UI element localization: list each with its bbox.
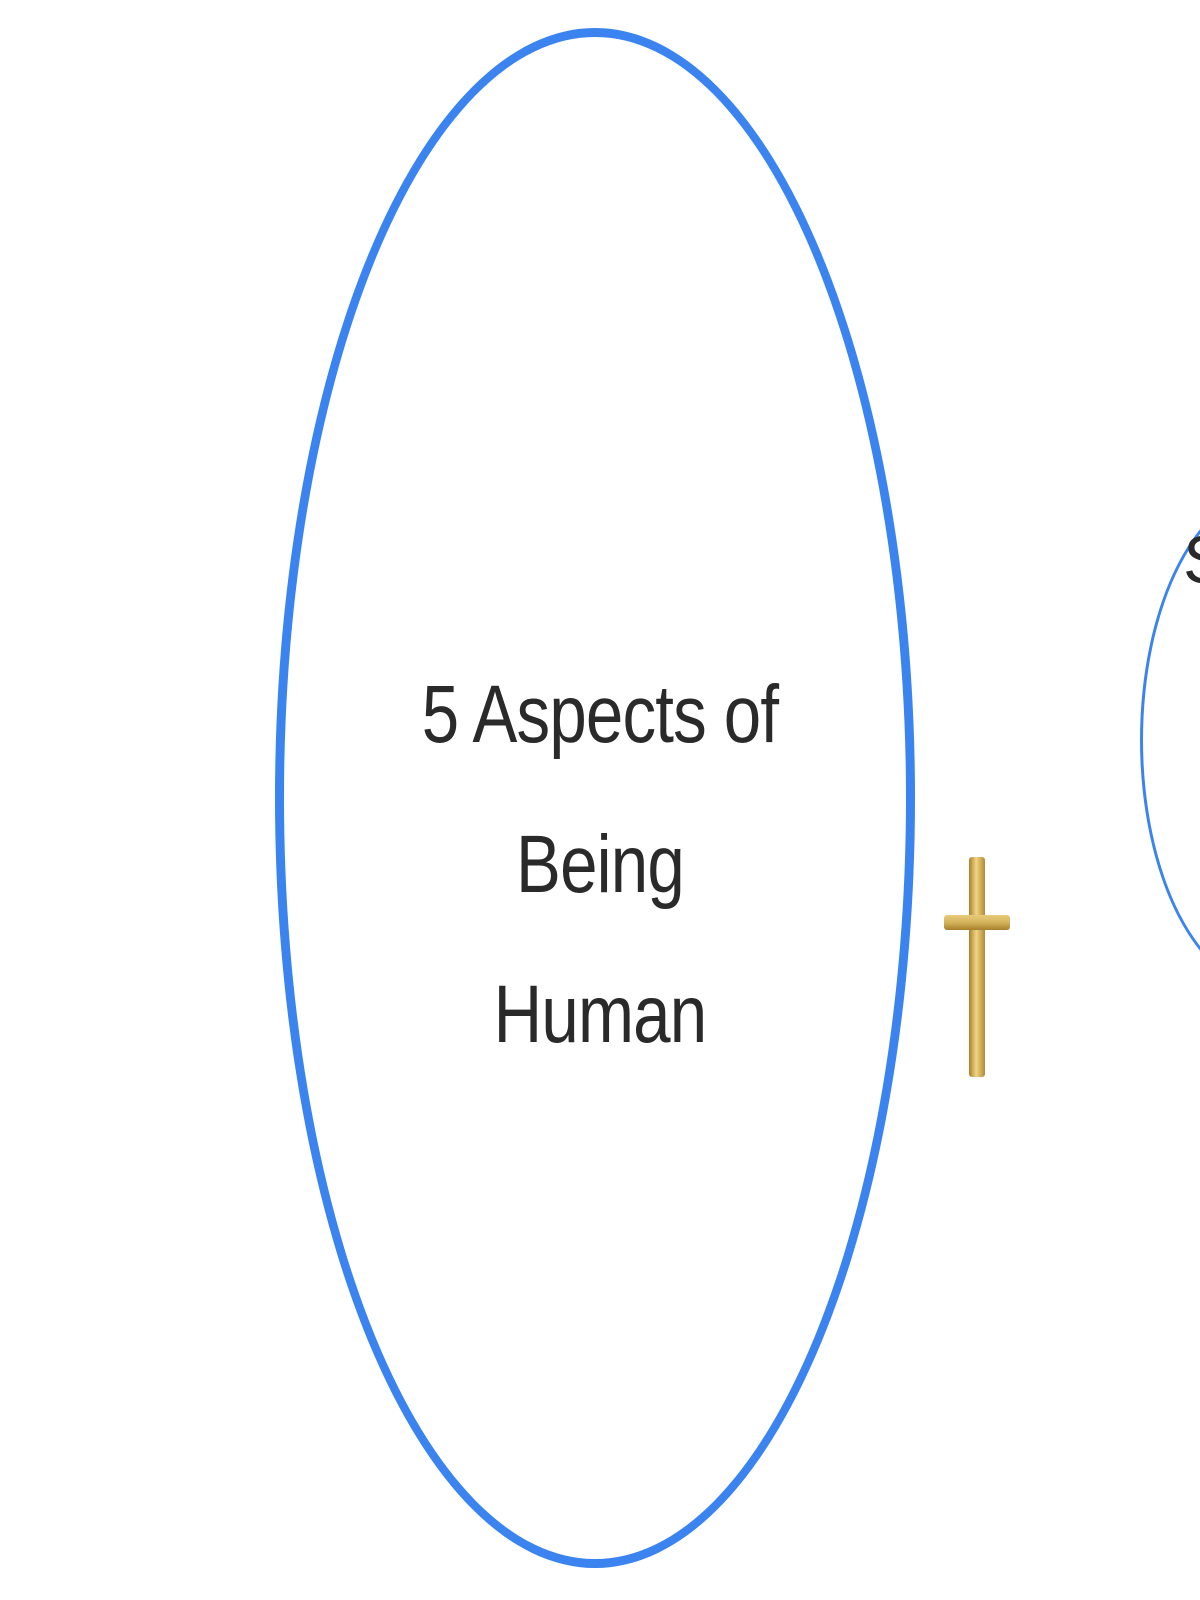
central-node-ellipse[interactable] [275, 28, 915, 1568]
central-node-title-line2: Human [493, 969, 707, 1060]
central-node-title: 5 Aspects of Being Human [354, 640, 846, 1090]
cross-icon [944, 857, 1010, 1077]
side-node-label: S [1183, 520, 1200, 600]
central-node-title-line1: 5 Aspects of Being [421, 669, 779, 910]
